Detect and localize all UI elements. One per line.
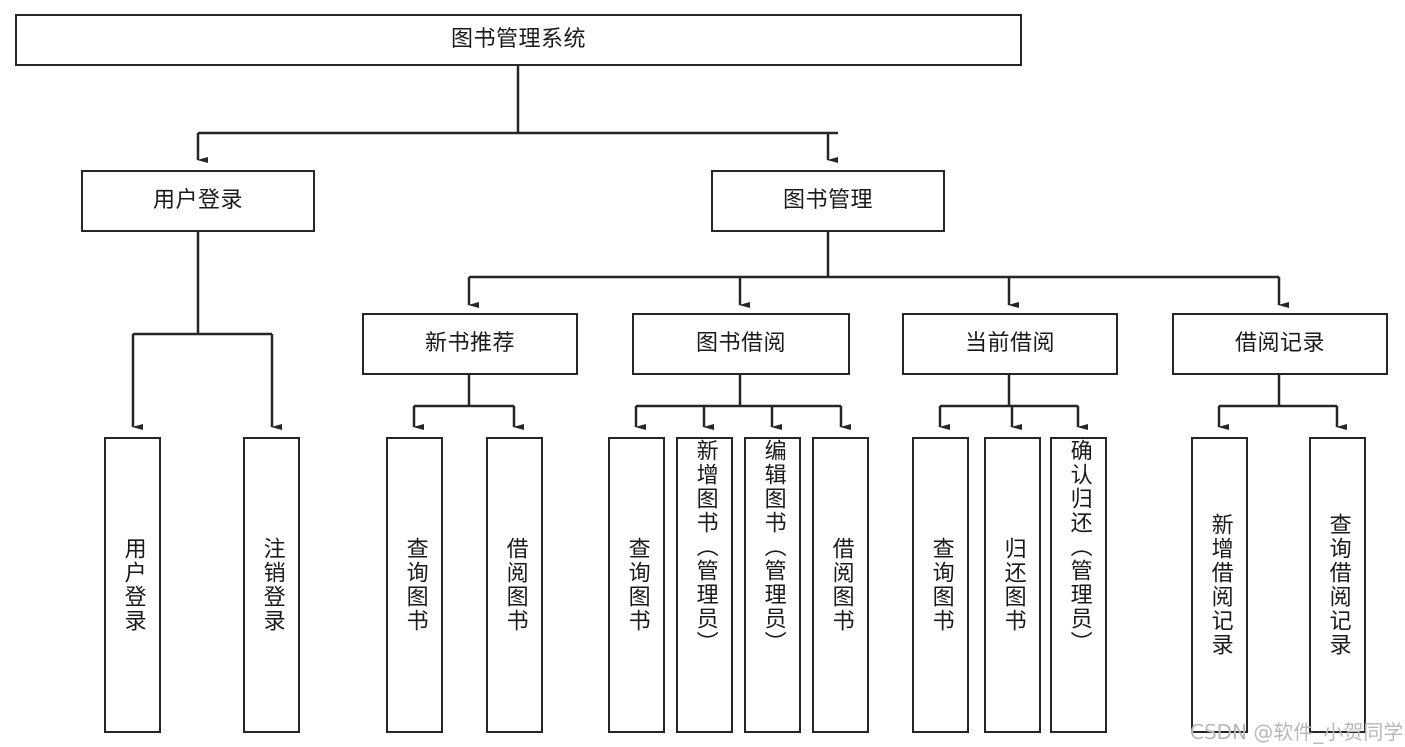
node-current-borrow[interactable]: 当前借阅 xyxy=(902,313,1118,375)
node-leaf-query-book-2-label: 查询图书 xyxy=(624,537,650,633)
node-leaf-user-login-label: 用户登录 xyxy=(120,537,146,633)
node-leaf-user-login[interactable]: 用户登录 xyxy=(104,437,161,733)
node-leaf-query-book-3-label: 查询图书 xyxy=(928,537,954,633)
node-leaf-query-record[interactable]: 查询借阅记录 xyxy=(1309,437,1366,733)
node-leaf-logout-label: 注销登录 xyxy=(259,537,285,633)
node-current-borrow-label: 当前借阅 xyxy=(964,331,1055,357)
node-leaf-query-record-label: 查询借阅记录 xyxy=(1325,513,1351,657)
node-leaf-query-book-1-label: 查询图书 xyxy=(402,537,428,633)
node-leaf-add-record-label: 新增借阅记录 xyxy=(1207,513,1233,657)
node-leaf-edit-book-label: 编辑图书（管理员） xyxy=(760,439,786,655)
node-book-borrow[interactable]: 图书借阅 xyxy=(632,313,850,375)
node-leaf-logout[interactable]: 注销登录 xyxy=(243,437,300,733)
node-new-book-recommend-label: 新书推荐 xyxy=(424,331,515,357)
node-leaf-edit-book[interactable]: 编辑图书（管理员） xyxy=(744,437,801,733)
node-leaf-add-book-label: 新增图书（管理员） xyxy=(692,439,718,655)
node-leaf-borrow-book-1-label: 借阅图书 xyxy=(502,537,528,633)
node-leaf-borrow-book-2-label: 借阅图书 xyxy=(828,537,854,633)
node-leaf-confirm-return[interactable]: 确认归还（管理员） xyxy=(1050,437,1107,733)
node-leaf-query-book-2[interactable]: 查询图书 xyxy=(608,437,665,733)
node-user-login-label: 用户登录 xyxy=(152,188,243,214)
node-root-label: 图书管理系统 xyxy=(450,27,586,53)
node-leaf-return-book[interactable]: 归还图书 xyxy=(984,437,1041,733)
node-book-manage-label: 图书管理 xyxy=(782,188,873,214)
node-book-manage[interactable]: 图书管理 xyxy=(711,170,945,232)
node-leaf-borrow-book-2[interactable]: 借阅图书 xyxy=(812,437,869,733)
node-user-login[interactable]: 用户登录 xyxy=(81,170,315,232)
node-leaf-confirm-return-label: 确认归还（管理员） xyxy=(1066,439,1092,655)
node-root[interactable]: 图书管理系统 xyxy=(15,14,1022,66)
node-leaf-query-book-1[interactable]: 查询图书 xyxy=(386,437,443,733)
node-book-borrow-label: 图书借阅 xyxy=(695,331,786,357)
node-leaf-add-book[interactable]: 新增图书（管理员） xyxy=(676,437,733,733)
node-leaf-borrow-book-1[interactable]: 借阅图书 xyxy=(486,437,543,733)
node-new-book-recommend[interactable]: 新书推荐 xyxy=(362,313,578,375)
node-leaf-query-book-3[interactable]: 查询图书 xyxy=(912,437,969,733)
watermark: CSDN @软件_小贺同学 xyxy=(1190,720,1404,744)
node-borrow-record[interactable]: 借阅记录 xyxy=(1172,313,1388,375)
node-leaf-add-record[interactable]: 新增借阅记录 xyxy=(1191,437,1248,733)
node-leaf-return-book-label: 归还图书 xyxy=(1000,537,1026,633)
node-borrow-record-label: 借阅记录 xyxy=(1234,331,1325,357)
